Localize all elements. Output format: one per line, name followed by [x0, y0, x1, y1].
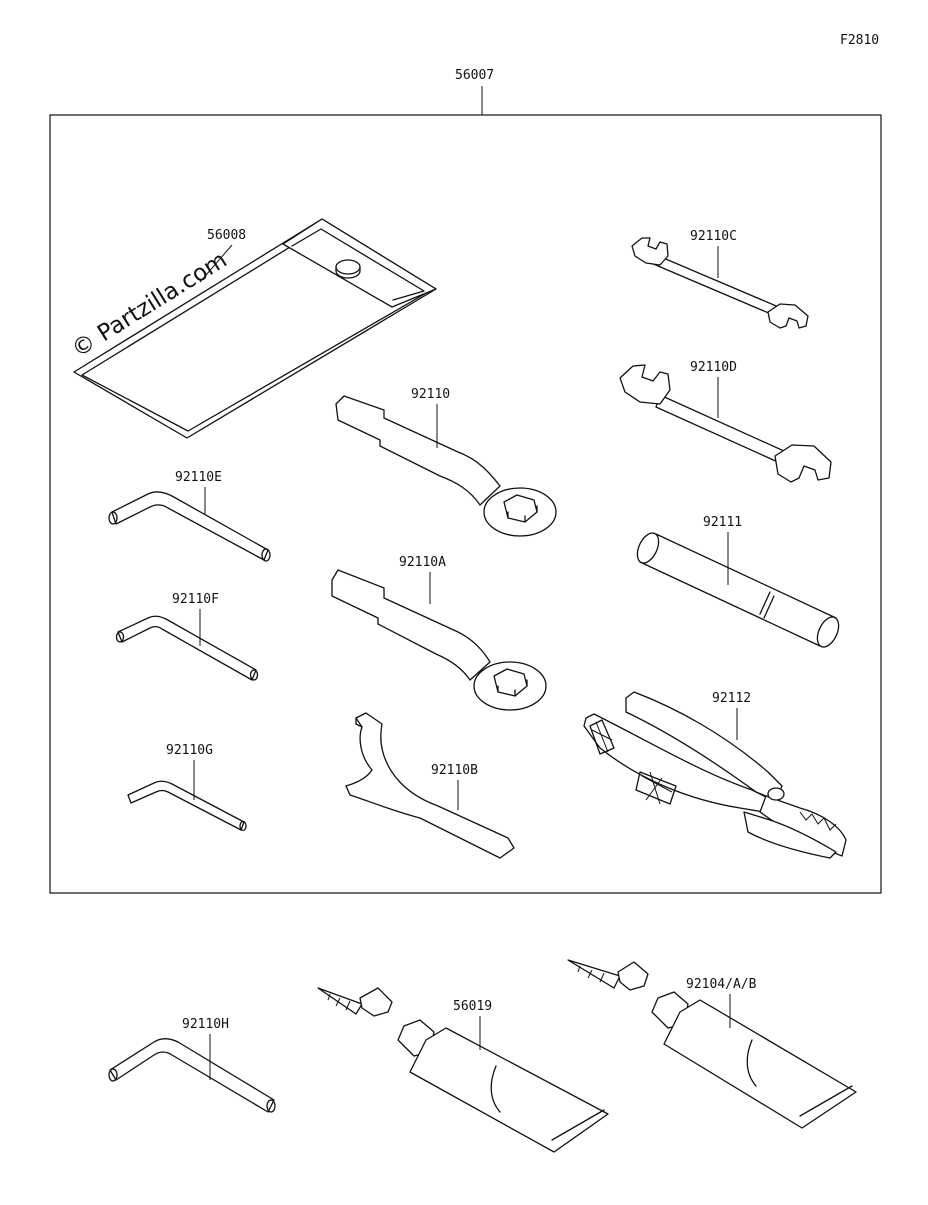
part-92110A-ring-spanner[interactable]: [331, 569, 547, 711]
label-56019: 56019: [453, 999, 492, 1014]
callout-56019[interactable]: 56019: [453, 999, 492, 1050]
callout-92110[interactable]: 92110: [411, 387, 450, 448]
label-92110F: 92110F: [172, 592, 219, 607]
part-92110H-hex-key[interactable]: [108, 1037, 276, 1113]
part-92110B-hook-spanner[interactable]: [345, 712, 515, 859]
callout-92110A[interactable]: 92110A: [399, 555, 446, 604]
callout-92112[interactable]: 92112: [712, 691, 751, 740]
kit-frame: [49, 114, 882, 894]
label-92110B: 92110B: [431, 763, 478, 778]
part-92112-pliers[interactable]: [583, 691, 847, 859]
kit-part-number: 56007: [455, 68, 494, 83]
part-92110E-hex-key[interactable]: [108, 491, 271, 562]
part-56019-grease-tube[interactable]: [317, 987, 609, 1153]
label-92112: 92112: [712, 691, 751, 706]
label-92104-A-B: 92104/A/B: [686, 977, 757, 992]
part-92110-ring-spanner[interactable]: [335, 395, 557, 537]
label-92111: 92111: [703, 515, 742, 530]
label-92110G: 92110G: [166, 743, 213, 758]
label-56008: 56008: [207, 228, 246, 243]
kit-callout[interactable]: 56007: [455, 68, 494, 115]
callout-92110G[interactable]: 92110G: [166, 743, 213, 800]
label-92110E: 92110E: [175, 470, 222, 485]
label-92110C: 92110C: [690, 229, 737, 244]
callout-92110H[interactable]: 92110H: [182, 1017, 229, 1080]
part-92110G-hex-key[interactable]: [127, 780, 247, 832]
callout-92110D[interactable]: 92110D: [690, 360, 737, 418]
label-92110: 92110: [411, 387, 450, 402]
label-92110A: 92110A: [399, 555, 446, 570]
label-92110H: 92110H: [182, 1017, 229, 1032]
callout-92110B[interactable]: 92110B: [431, 763, 478, 810]
callout-92104-A-B[interactable]: 92104/A/B: [686, 977, 757, 1028]
callout-56008[interactable]: 56008: [199, 228, 246, 283]
callout-92110F[interactable]: 92110F: [172, 592, 219, 646]
diagram-code: F2810: [840, 33, 879, 48]
part-92110C-open-end-wrench[interactable]: [631, 237, 809, 329]
part-92104-grease-tube[interactable]: [567, 959, 857, 1129]
part-92110D-open-end-wrench[interactable]: [619, 364, 832, 483]
callout-92110C[interactable]: 92110C: [690, 229, 737, 278]
label-92110D: 92110D: [690, 360, 737, 375]
part-92111-tube-handle[interactable]: [633, 530, 843, 651]
part-92110F-hex-key[interactable]: [115, 615, 259, 681]
part-56008-tool-pouch[interactable]: [73, 218, 437, 439]
callout-92110E[interactable]: 92110E: [175, 470, 222, 515]
callout-92111[interactable]: 92111: [703, 515, 742, 585]
